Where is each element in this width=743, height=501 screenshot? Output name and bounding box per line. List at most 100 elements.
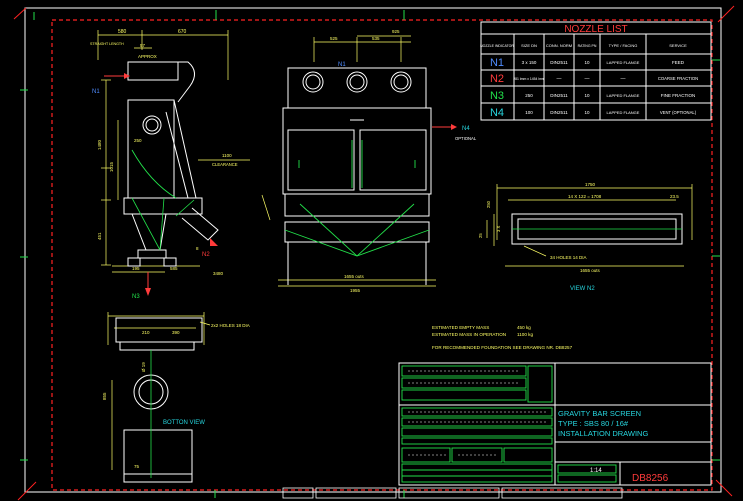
side-dim-1100: 1100: [222, 153, 232, 158]
title-scale: 1:14: [590, 468, 602, 474]
side-dim-8: 8: [196, 246, 199, 251]
corner-mark-bl: [17, 481, 37, 501]
row-n1-id: N1: [490, 57, 504, 69]
front-dim-535: 535: [372, 36, 380, 41]
bottom-view: 210 390 2x2 HOLES 18 DIA Ø 19 855 75 BOT…: [102, 312, 250, 483]
nozzle-list-table: NOZZLE LIST NOZZLE INDICATOR SIZE DN CON…: [480, 21, 712, 121]
side-dim-670: 670: [178, 29, 187, 35]
n2-dim-25: 25: [478, 233, 483, 238]
front-n4-label: N4: [462, 126, 470, 132]
side-straight-length: STRAIGHT LENGTH: [90, 42, 124, 46]
row-n1-norm: DIN2511: [550, 60, 568, 65]
row-n4-rating: 10: [584, 110, 590, 115]
side-dim-3480: 3480: [213, 271, 224, 276]
side-dim-195: 195: [132, 266, 140, 271]
row-n2-rating: —: [585, 76, 590, 82]
row-n3-norm: DIN2511: [550, 93, 568, 98]
note-foundation: FOR RECOMMENDED FOUNDATION SEE DRAWING N…: [432, 345, 573, 350]
front-n1-label: N1: [338, 62, 346, 68]
title-block: GRAVITY BAR SCREEN TYPE : SBS 80 / 16# I…: [398, 362, 712, 486]
header-rating: RATING PN: [578, 44, 597, 48]
inner-white-frame: [24, 7, 722, 493]
row-n3-type: LAPPED FLANGE: [607, 93, 640, 98]
row-n1-service: FEED: [672, 60, 685, 65]
front-dim-525: 525: [330, 36, 338, 41]
front-dim-1655: 1655 outs: [344, 274, 365, 279]
row-n2-norm: —: [557, 76, 562, 82]
side-green-curve: [131, 149, 177, 199]
bottom-dim-diameter: Ø 19: [141, 362, 146, 372]
side-n2-label: N2: [202, 252, 210, 258]
row-n3-rating: 10: [584, 93, 590, 98]
row-n4-id: N4: [490, 107, 504, 119]
note-op-mass-value: 1100 kg: [517, 332, 533, 337]
side-n3-label: N3: [132, 294, 140, 300]
corner-mark-tl: [13, 7, 27, 20]
side-dim-1480: 1480: [97, 139, 102, 150]
n2-dim-23-5: 23.5: [670, 194, 679, 199]
bottom-strip: [282, 487, 623, 499]
title-line-1: GRAVITY BAR SCREEN: [558, 409, 641, 418]
note-empty-mass-value: 450 kg: [517, 325, 531, 330]
bottom-holes-label: 2x2 HOLES 18 DIA: [211, 323, 250, 328]
note-empty-mass-label: ESTIMATED EMPTY MASS: [432, 325, 489, 330]
row-n3-service: FINE FRACTION: [661, 93, 696, 98]
row-n1-size: 3 x 150: [522, 60, 537, 65]
header-service: SERVICE: [669, 43, 687, 48]
corner-mark-br: [715, 479, 733, 497]
row-n3-id: N3: [490, 90, 504, 102]
n2-dim-1750: 1750: [585, 182, 596, 187]
view-n2: 1750 14 X 122 = 1708 23.5 250 25 3 X 34 …: [478, 182, 693, 292]
row-n1-type: LAPPED FLANGE: [607, 60, 640, 65]
side-clearance: CLEARANCE: [212, 162, 238, 167]
row-n4-norm: DIN2511: [550, 110, 568, 115]
row-n2-type: —: [621, 76, 626, 82]
front-view: 525 535 925 N1 N4 OP: [261, 29, 477, 293]
view-n2-title: VIEW N2: [570, 286, 595, 292]
side-dim-250: 250: [134, 138, 142, 143]
side-dim-451: 451: [97, 232, 102, 240]
notes-block: ESTIMATED EMPTY MASS 450 kg ESTIMATED MA…: [432, 325, 573, 350]
bottom-dim-210: 210: [142, 330, 150, 335]
row-n1-rating: 10: [584, 60, 590, 65]
side-dim-1015: 1015: [109, 161, 114, 172]
side-view: 580 670 STRAIGHT LENGTH 57 APPROX 1480 1…: [90, 29, 250, 300]
n2-holes-label: 34 HOLES 14 DIA: [550, 255, 587, 260]
header-size: SIZE DN: [521, 43, 537, 48]
edge-ticks: [20, 10, 720, 498]
nozzle-list-title: NOZZLE LIST: [564, 24, 627, 35]
header-type-facing: TYPE / FACING: [609, 43, 638, 48]
side-n1-label: N1: [92, 89, 100, 95]
title-line-3: INSTALLATION DRAWING: [558, 429, 648, 438]
row-n4-service: VENT (OPTIONAL): [660, 110, 697, 115]
title-line-2: TYPE : SBS 80 / 16#: [558, 419, 629, 428]
header-nozzle-indicator: NOZZLE INDICATOR: [480, 44, 514, 48]
front-dim-925: 925: [392, 29, 400, 34]
row-n2-size: 281 lmm x 1454 lmm: [513, 77, 545, 81]
side-dim-580: 580: [118, 29, 127, 35]
title-drawing-number: DB8256: [632, 473, 669, 484]
corner-mark-tr: [717, 5, 735, 23]
row-n4-size: 100: [525, 110, 533, 115]
row-n3-size: 250: [525, 93, 533, 98]
bottom-dim-75: 75: [134, 464, 140, 469]
side-approx: APPROX: [138, 54, 157, 59]
n2-dim-3x: 3 X: [496, 226, 501, 232]
n2-dim-pitch: 14 X 122 = 1708: [568, 194, 602, 199]
bottom-dim-390: 390: [172, 330, 180, 335]
bottom-dim-855: 855: [102, 392, 107, 400]
side-dim-585: 585: [170, 266, 178, 271]
row-n2-id: N2: [490, 73, 504, 85]
row-n4-type: LAPPED FLANGE: [607, 110, 640, 115]
side-dim-57: 57: [140, 43, 146, 48]
row-n2-service: COARSE FRACTION: [658, 76, 698, 81]
header-conn-norm: CONN. NORM: [546, 43, 572, 48]
note-op-mass-label: ESTIMATED MASS IN OPERATION: [432, 332, 506, 337]
n2-dim-250: 250: [486, 200, 491, 208]
n2-dim-1655: 1655 outs: [580, 268, 601, 273]
bottom-view-title: BOTTON VIEW: [163, 420, 205, 426]
front-dim-1955: 1955: [350, 288, 361, 293]
red-dashed-frame: [51, 19, 713, 491]
front-optional: OPTIONAL: [455, 136, 477, 141]
